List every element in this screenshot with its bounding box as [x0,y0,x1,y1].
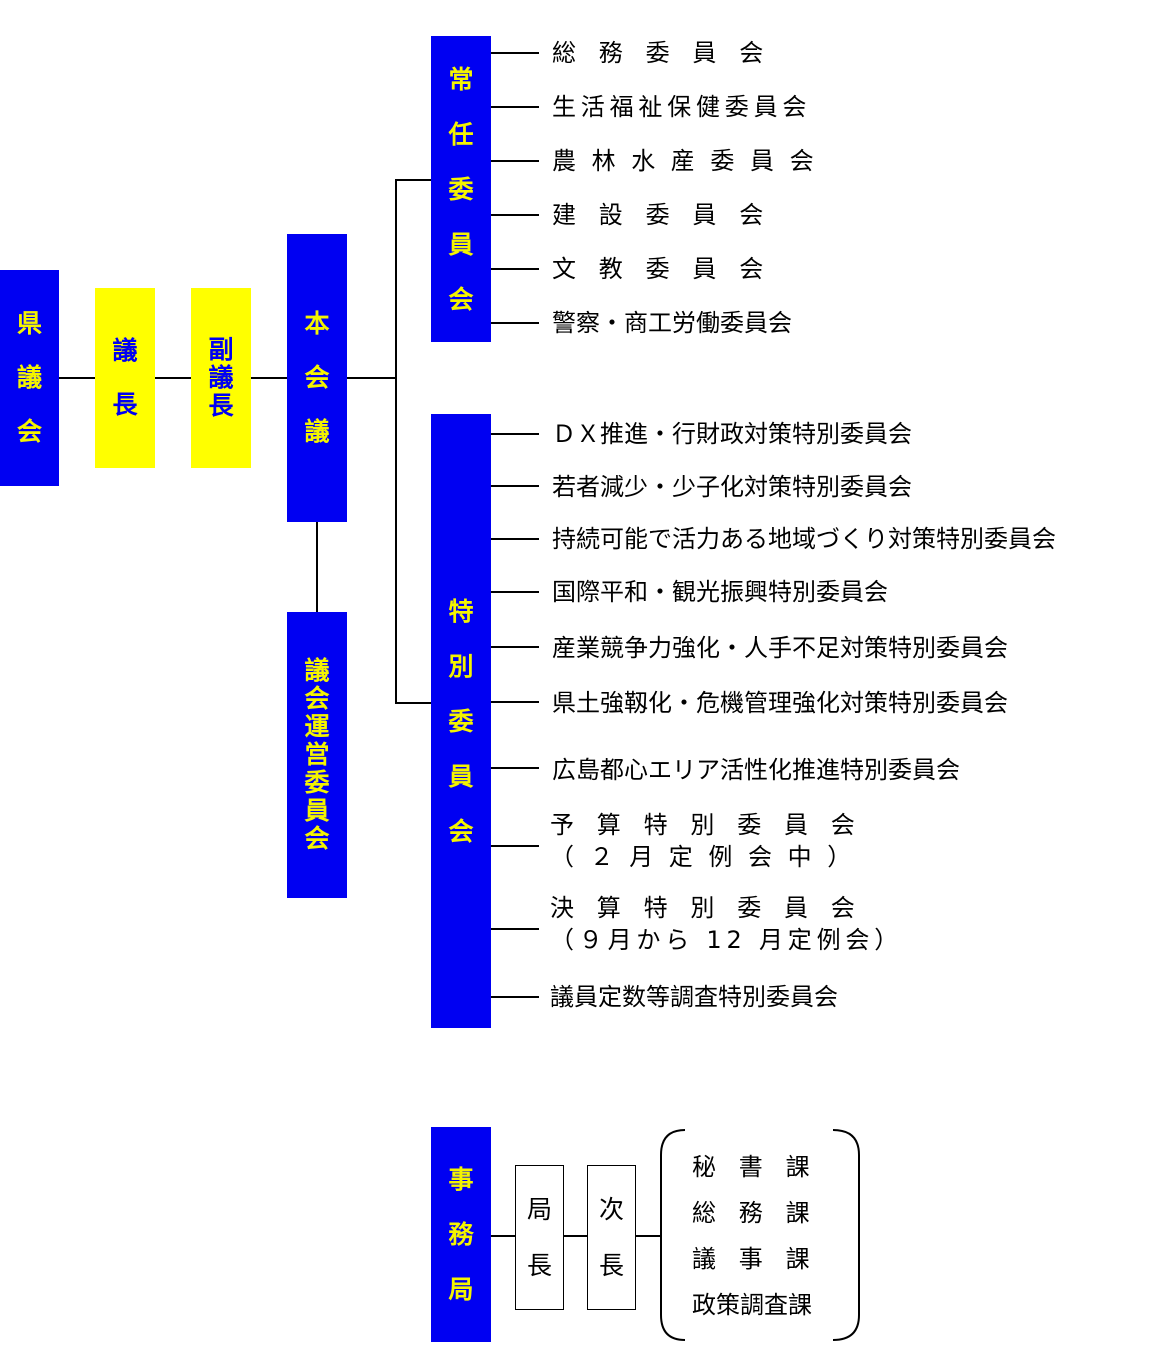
connector-line [395,179,431,181]
connector-line [59,377,95,379]
special-committee-note: （２月定例会中） [550,843,867,871]
section-item: 総務課 [692,1199,833,1227]
prefectural-assembly-label: 県議会 [16,309,42,446]
special-committee-item: 県土強靱化・危機管理強化対策特別委員会 [552,689,1008,717]
section-item: 政策調査課 [692,1291,812,1319]
vice-speaker-box: 副議長 [191,288,251,468]
special-committee-item: 持続可能で活力ある地域づくり対策特別委員会 [552,525,1056,553]
special-committee-item: 予算特別委員会 [550,811,878,839]
special-committee-item: 産業競争力強化・人手不足対策特別委員会 [552,634,1008,662]
speaker-label: 議長 [112,336,138,419]
standing-committee-item: 総務委員会 [552,39,786,67]
vice-speaker-label: 副議長 [208,335,234,420]
branch-line [491,106,539,108]
standing-committee-item: 文教委員会 [552,255,786,283]
connector-line [347,377,397,379]
branch-line [491,845,539,847]
connector-line [395,702,431,704]
special-committee-item: 国際平和・観光振興特別委員会 [552,578,888,606]
special-committee-item: 議員定数等調査特別委員会 [550,983,838,1011]
branch-line [491,433,539,435]
special-committee-box: 特別委員会 [431,414,491,1028]
branch-line [491,701,539,703]
secretariat-box: 事務局 [431,1127,491,1342]
special-committee-item: 若者減少・少子化対策特別委員会 [552,473,912,501]
branch-line [491,160,539,162]
connector-line [636,1235,661,1237]
standing-committee-item: 生活福祉保健委員会 [552,93,812,121]
branch-line [491,996,539,998]
prefectural-assembly-box: 県議会 [0,270,59,486]
standing-committee-item: 農林水産委員会 [552,147,830,175]
special-committee-label: 特別委員会 [448,596,474,846]
section-item: 議事課 [692,1245,833,1273]
branch-line [491,485,539,487]
standing-committee-label: 常任委員会 [448,64,474,314]
secretariat-label: 事務局 [448,1165,474,1304]
connector-line [564,1235,587,1237]
branch-line [491,538,539,540]
branch-line [491,591,539,593]
branch-line [491,268,539,270]
connector-line [491,1235,515,1237]
standing-committee-item: 建設委員会 [552,201,786,229]
speaker-box: 議長 [95,288,155,468]
steering-committee-label: 議会運営委員会 [304,656,330,853]
branch-line [491,52,539,54]
special-committee-item: 決算特別委員会 [550,894,878,922]
standing-committee-item: 警察・商工労働委員会 [552,309,792,337]
plenary-box: 本会議 [287,234,347,522]
steering-committee-box: 議会運営委員会 [287,612,347,898]
deputy-director-label: 次長 [598,1194,624,1280]
connector-line [251,377,287,379]
deputy-director-box: 次長 [587,1165,636,1310]
branch-line [491,928,539,930]
branch-line [491,322,539,324]
section-item: 秘書課 [692,1153,833,1181]
director-box: 局長 [515,1165,564,1310]
special-committee-note: （９月から 12 月定例会） [550,926,903,954]
connector-line [316,522,318,612]
sections-bracket [660,1129,860,1341]
director-label: 局長 [526,1194,552,1280]
special-committee-item: 広島都心エリア活性化推進特別委員会 [552,756,960,784]
branch-line [491,214,539,216]
plenary-label: 本会議 [304,309,330,446]
connector-line [155,377,191,379]
special-committee-item: ＤＸ推進・行財政対策特別委員会 [552,420,912,448]
branch-line [491,646,539,648]
connector-line [395,179,397,703]
standing-committee-box: 常任委員会 [431,36,491,342]
branch-line [491,767,539,769]
